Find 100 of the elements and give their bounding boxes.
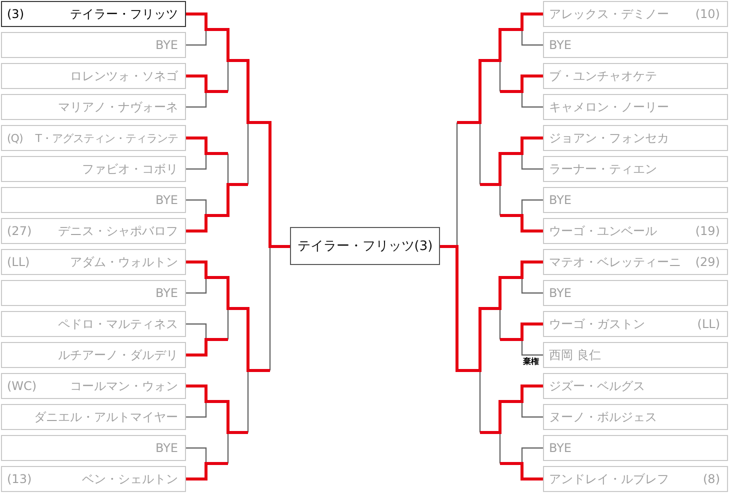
bracket-line — [521, 278, 543, 294]
player-name: ジズー・ベルグス — [549, 378, 645, 394]
bracket-line — [500, 462, 543, 480]
draw-slot — [543, 311, 728, 337]
bracket-line — [186, 154, 207, 170]
bracket-line — [186, 462, 228, 480]
player-name: ラーナー・ティエン — [549, 160, 657, 178]
bracket-line — [479, 122, 481, 184]
winner-box — [290, 227, 440, 265]
bye-label: BYE — [156, 441, 178, 455]
player-name: テイラー・フリッツ — [70, 6, 178, 22]
draw-slot — [1, 125, 186, 151]
draw-slot — [1, 311, 186, 337]
bracket-line — [500, 74, 543, 93]
draw-slot — [1, 1, 186, 27]
draw-slot — [543, 404, 728, 430]
bracket-line — [521, 402, 543, 418]
bracket-line — [186, 74, 228, 93]
bracket-line — [186, 260, 270, 372]
bracket-line — [227, 308, 229, 340]
player-name: ウーゴ・ガストン — [549, 316, 645, 332]
bracket-line — [499, 432, 501, 464]
player-name: コールマン・ウォン — [70, 378, 178, 394]
player-name: ダニエル・アルトマイヤー — [34, 408, 178, 426]
bye-label: BYE — [549, 441, 572, 455]
draw-slot — [1, 218, 186, 244]
bracket-line — [500, 322, 543, 341]
player-name: ヌーノ・ボルジェス — [549, 408, 657, 426]
draw-slot — [543, 94, 728, 120]
draw-slot — [543, 218, 728, 244]
player-name: マリアノ・ナヴォーネ — [58, 98, 178, 116]
seed-label: (27) — [7, 224, 32, 238]
draw-slot — [543, 32, 728, 58]
draw-slot — [543, 1, 728, 27]
seed-label: (LL) — [7, 255, 30, 269]
bracket-line — [269, 246, 271, 370]
player-name: キャメロン・ノーリー — [549, 98, 669, 116]
player-name: アダム・ウォルトン — [70, 254, 178, 270]
draw-slot — [1, 466, 186, 492]
bracket-line — [479, 370, 481, 432]
bracket-line — [521, 92, 543, 108]
bye-label: BYE — [549, 38, 572, 52]
bracket-line — [457, 12, 543, 124]
bracket-line — [247, 370, 249, 432]
draw-slot — [1, 280, 186, 306]
draw-slot — [1, 63, 186, 89]
bracket-line — [500, 214, 543, 232]
player-name: デニス・シャポバロフ — [58, 222, 178, 240]
player-name: ウーゴ・ユンベール — [549, 222, 657, 240]
bracket-line — [247, 122, 249, 184]
draw-slot — [543, 280, 728, 306]
draw-slot — [1, 404, 186, 430]
edge-label: 棄権 — [523, 357, 539, 366]
bracket-line — [440, 245, 543, 372]
bracket-line — [480, 384, 543, 434]
winner-name: テイラー・フリッツ(3) — [297, 238, 433, 255]
seed-label: (13) — [7, 472, 32, 486]
bracket-line — [227, 60, 229, 92]
bracket-line — [186, 338, 228, 356]
draw-slot — [1, 94, 186, 120]
bye-label: BYE — [156, 193, 178, 207]
bracket-line — [186, 183, 248, 232]
bracket-line — [521, 199, 543, 216]
bracket-line — [227, 432, 229, 464]
seed-label: (LL) — [697, 317, 720, 331]
draw-slot — [543, 373, 728, 399]
bracket-line — [186, 92, 207, 108]
bracket-line — [186, 199, 207, 216]
draw-slot — [543, 342, 728, 368]
bracket-line — [186, 30, 207, 46]
bracket-line — [186, 136, 228, 155]
player-name: ロレンツォ・ソネゴ — [70, 68, 178, 84]
bracket-line — [521, 30, 543, 46]
draw-slot — [543, 156, 728, 182]
bracket-line — [499, 60, 501, 92]
seed-label: (WC) — [7, 379, 37, 393]
seed-label: (29) — [695, 255, 720, 269]
player-name: ベン・シェルトン — [82, 470, 178, 488]
draw-slot — [543, 187, 728, 213]
player-name: ルチアーノ・ダルデリ — [58, 346, 178, 364]
bracket-line — [186, 402, 207, 418]
bracket-line — [186, 447, 207, 464]
bracket-line — [186, 384, 248, 434]
player-name: ペドロ・マルティネス — [58, 316, 178, 332]
player-name: T・アグスティン・ティランテ — [35, 130, 178, 146]
bracket-line — [186, 12, 290, 248]
draw-slot — [1, 342, 186, 368]
bracket-line — [186, 323, 207, 340]
bye-label: BYE — [156, 38, 178, 52]
draw-slot — [1, 156, 186, 182]
player-name: マテオ・ベレッティーニ — [549, 254, 681, 270]
draw-slot — [543, 466, 728, 492]
bracket-line — [227, 154, 229, 184]
bracket-line — [499, 184, 501, 216]
bracket-line — [456, 122, 458, 246]
player-name: 西岡 良仁 — [549, 346, 601, 364]
draw-slot — [1, 32, 186, 58]
draw-slot — [543, 435, 728, 461]
bracket-line — [521, 154, 543, 170]
player-name: ブ・ユンチャオケテ — [549, 68, 657, 84]
